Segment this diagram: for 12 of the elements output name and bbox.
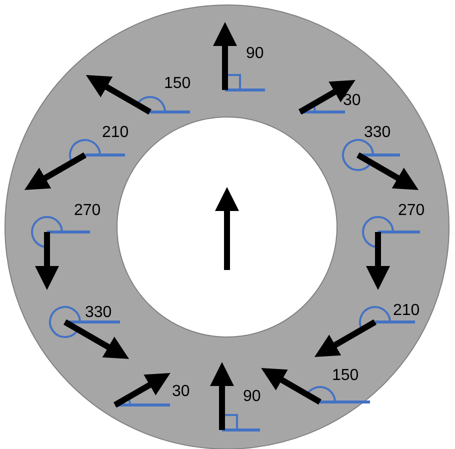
angle-label: 150 [332, 368, 359, 384]
angle-label: 330 [85, 305, 112, 321]
angle-label: 30 [172, 384, 190, 400]
angle-label: 270 [398, 203, 425, 219]
angle-label: 90 [246, 46, 264, 62]
angle-label: 330 [364, 125, 391, 141]
angle-label: 30 [343, 93, 361, 109]
angle-label: 210 [102, 125, 129, 141]
angle-label: 270 [74, 203, 101, 219]
angle-label: 210 [393, 303, 420, 319]
angle-label: 90 [243, 389, 261, 405]
angle-label: 150 [164, 76, 191, 92]
